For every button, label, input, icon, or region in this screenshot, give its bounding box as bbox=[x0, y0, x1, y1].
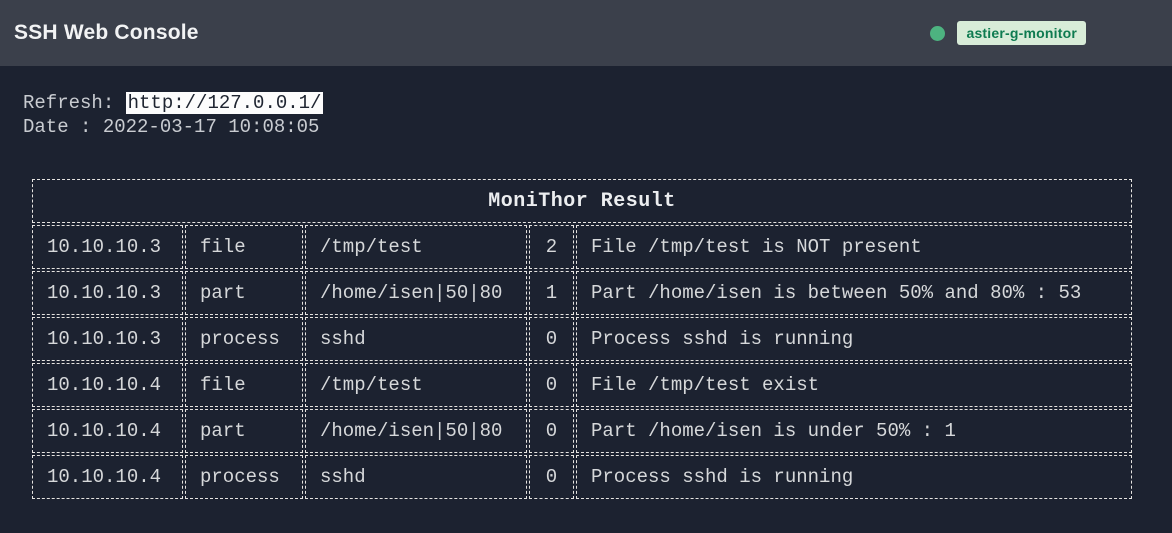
cell-target: sshd bbox=[305, 317, 527, 361]
cell-check: process bbox=[185, 455, 303, 499]
cell-ip: 10.10.10.4 bbox=[32, 363, 183, 407]
cell-message: Part /home/isen is under 50% : 1 bbox=[576, 409, 1132, 453]
cell-code: 0 bbox=[529, 317, 574, 361]
cell-message: Process sshd is running bbox=[576, 455, 1132, 499]
cell-code: 2 bbox=[529, 225, 574, 269]
cell-code: 1 bbox=[529, 271, 574, 315]
cell-target: /home/isen|50|80 bbox=[305, 409, 527, 453]
refresh-line: Refresh: http://127.0.0.1/ bbox=[23, 91, 1172, 115]
cell-check: process bbox=[185, 317, 303, 361]
cell-ip: 10.10.10.3 bbox=[32, 271, 183, 315]
refresh-url-link[interactable]: http://127.0.0.1/ bbox=[125, 92, 324, 114]
cell-message: File /tmp/test is NOT present bbox=[576, 225, 1132, 269]
page-title: SSH Web Console bbox=[14, 21, 199, 44]
refresh-label: Refresh: bbox=[23, 92, 126, 114]
status-dot-icon bbox=[930, 25, 946, 41]
hostname-badge: astier-g-monitor bbox=[957, 21, 1086, 45]
date-value: 2022-03-17 10:08:05 bbox=[102, 116, 320, 138]
cell-message: Process sshd is running bbox=[576, 317, 1132, 361]
cell-target: sshd bbox=[305, 455, 527, 499]
cell-ip: 10.10.10.3 bbox=[32, 225, 183, 269]
cell-target: /tmp/test bbox=[305, 363, 527, 407]
cell-message: Part /home/isen is between 50% and 80% :… bbox=[576, 271, 1132, 315]
app-header: SSH Web Console astier-g-monitor bbox=[0, 0, 1172, 66]
cell-ip: 10.10.10.3 bbox=[32, 317, 183, 361]
console-info: Refresh: http://127.0.0.1/ Date : 2022-0… bbox=[0, 66, 1172, 139]
date-label: Date : bbox=[23, 116, 103, 138]
cell-check: part bbox=[185, 409, 303, 453]
cell-code: 0 bbox=[529, 363, 574, 407]
cell-target: /home/isen|50|80 bbox=[305, 271, 527, 315]
cell-code: 0 bbox=[529, 455, 574, 499]
cell-ip: 10.10.10.4 bbox=[32, 455, 183, 499]
cell-check: part bbox=[185, 271, 303, 315]
cell-code: 0 bbox=[529, 409, 574, 453]
cell-target: /tmp/test bbox=[305, 225, 527, 269]
table-title-row: MoniThor Result bbox=[32, 179, 1132, 223]
cell-ip: 10.10.10.4 bbox=[32, 409, 183, 453]
header-status-group: astier-g-monitor bbox=[930, 21, 1086, 45]
table-title: MoniThor Result bbox=[32, 179, 1132, 223]
date-line: Date : 2022-03-17 10:08:05 bbox=[23, 115, 1172, 139]
cell-check: file bbox=[185, 225, 303, 269]
cell-check: file bbox=[185, 363, 303, 407]
cell-message: File /tmp/test exist bbox=[576, 363, 1132, 407]
